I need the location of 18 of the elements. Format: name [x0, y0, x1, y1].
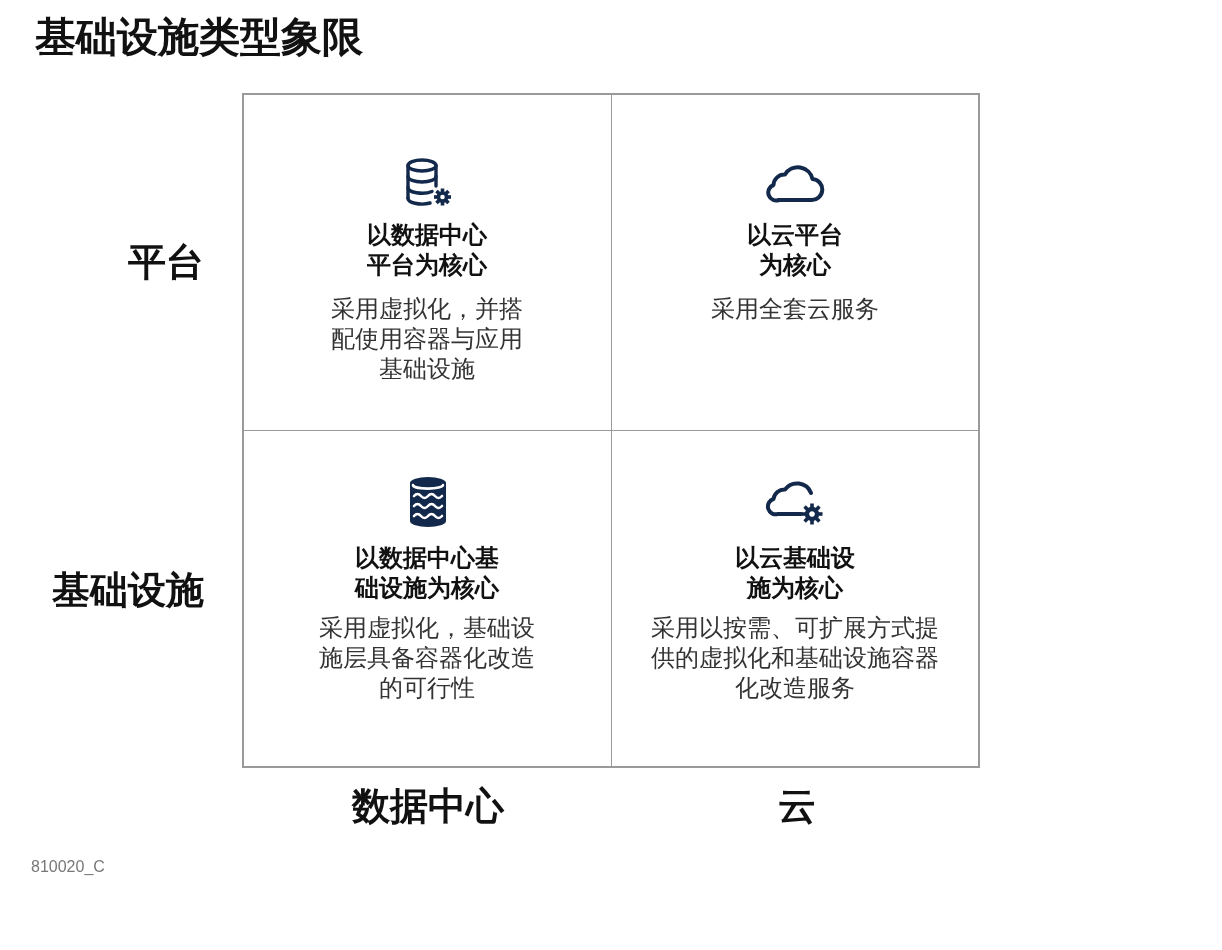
axis-label: 平台	[128, 239, 204, 285]
reference-code: 810020_C	[31, 857, 105, 877]
axis-label: 基础设施	[52, 567, 204, 613]
quadrant-heading: 以数据中心平台为核心	[366, 220, 489, 280]
axis-label: 云	[778, 783, 816, 829]
quadrant-heading: 以数据中心基础设施为核心	[353, 543, 501, 603]
quadrant-cell	[612, 93, 980, 431]
quadrant-cell	[612, 431, 980, 768]
quadrant-text: 采用虚拟化，并搭配使用容器与应用基础设施	[330, 294, 525, 384]
quadrant-heading: 以云基础设施为核心	[734, 543, 856, 603]
quadrant-text: 采用虚拟化，基础设施层具备容器化改造的可行性	[318, 613, 537, 703]
quadrant-cell	[242, 93, 612, 431]
quadrant-cell	[242, 431, 612, 768]
axis-label: 数据中心	[352, 783, 504, 829]
quadrant-text: 采用以按需、可扩展方式提供的虚拟化和基础设施容器化改造服务	[650, 613, 940, 703]
quadrant-heading: 以云平台为核心	[746, 220, 844, 280]
quadrant-text: 采用全套云服务	[710, 294, 880, 324]
title: 基础设施类型象限	[35, 12, 363, 62]
